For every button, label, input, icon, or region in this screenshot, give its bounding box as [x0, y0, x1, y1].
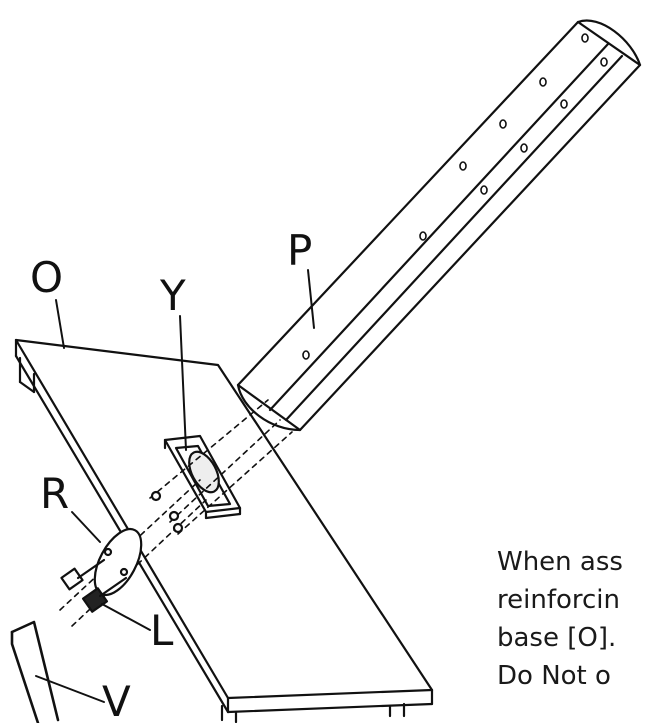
instruction-line-3: base [O]. [497, 623, 617, 653]
bracket-part-y [163, 315, 242, 520]
label-l: L [150, 606, 174, 655]
reinforcing-plate-part-r [71, 511, 143, 596]
bolts-part-l [60, 558, 151, 631]
label-o: O [30, 253, 63, 302]
label-v: V [102, 677, 131, 723]
instruction-text: When ass reinforcin base [O]. Do Not o [497, 543, 646, 695]
label-r: R [40, 469, 69, 518]
base-plate-part-o [14, 299, 434, 723]
label-y: Y [159, 271, 186, 320]
instruction-line-4: Do Not o [497, 661, 611, 691]
post-part-p [236, 19, 642, 432]
instruction-line-1: When ass [497, 547, 623, 577]
label-p: P [287, 226, 312, 275]
allen-key-part-v [10, 620, 105, 723]
bracket-screws [150, 490, 184, 534]
instruction-line-2: reinforcin [497, 585, 620, 615]
